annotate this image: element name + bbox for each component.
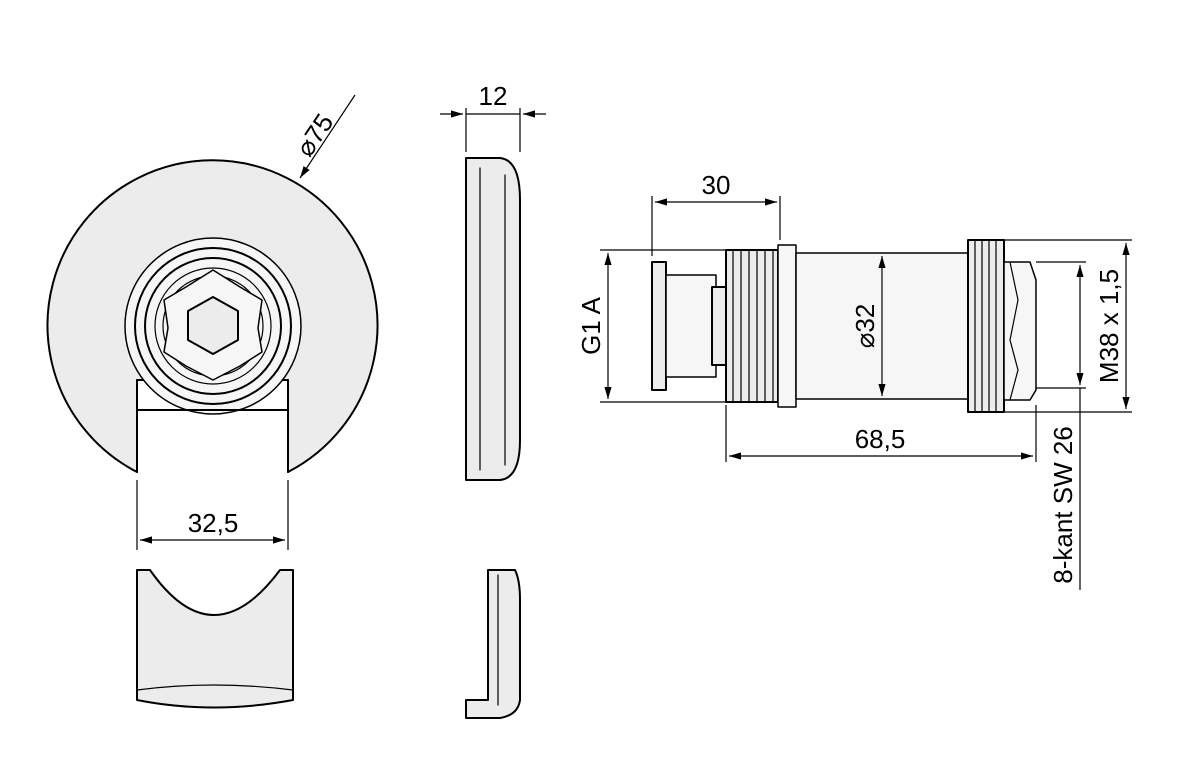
valve-insert: 30 G1 A ⌀32 68,5 M38 x 1,5 8-kant SW 26 — [576, 170, 1132, 590]
thread-lines — [732, 249, 774, 403]
slot-cover-body — [136, 569, 294, 709]
outlet-thread-lines — [974, 239, 997, 413]
inlet-stem — [665, 274, 717, 378]
inlet-collar — [651, 261, 667, 391]
hub-ring-3 — [144, 257, 282, 395]
thread-section — [725, 249, 779, 403]
hub-ring-4 — [154, 267, 272, 385]
slot-width-label: 32,5 — [188, 508, 239, 538]
rosette-side-body — [465, 157, 521, 481]
hex-socket-icon — [187, 296, 239, 355]
outlet-thread — [967, 239, 1005, 413]
octagon-nut — [1003, 261, 1037, 401]
dim-30-label: 30 — [702, 170, 731, 200]
octagon-nut-facets — [1009, 261, 1019, 401]
sw26-label: 8-kant SW 26 — [1048, 426, 1078, 584]
inlet-neck — [711, 286, 727, 366]
rosette-side-view: 12 — [440, 81, 546, 481]
thread-shoulder — [777, 244, 797, 408]
g1a-label: G1 A — [576, 296, 606, 354]
diameter-32-label: ⌀32 — [850, 304, 880, 349]
hub-ring-2 — [134, 247, 292, 405]
m38-label: M38 x 1,5 — [1094, 269, 1124, 383]
thickness-label: 12 — [479, 81, 508, 111]
slot-cover-part — [136, 569, 294, 709]
slot-cover-side — [465, 569, 521, 719]
rosette-front-view: ⌀75 32,5 — [46, 94, 379, 550]
diameter-75-leader — [299, 94, 356, 179]
slot-cover-side-body — [465, 569, 521, 719]
dim-68-label: 68,5 — [855, 424, 906, 454]
diameter-75-label: ⌀75 — [290, 108, 340, 162]
slot-cover-inner — [136, 684, 294, 691]
hub-slot-bottom — [136, 379, 289, 411]
